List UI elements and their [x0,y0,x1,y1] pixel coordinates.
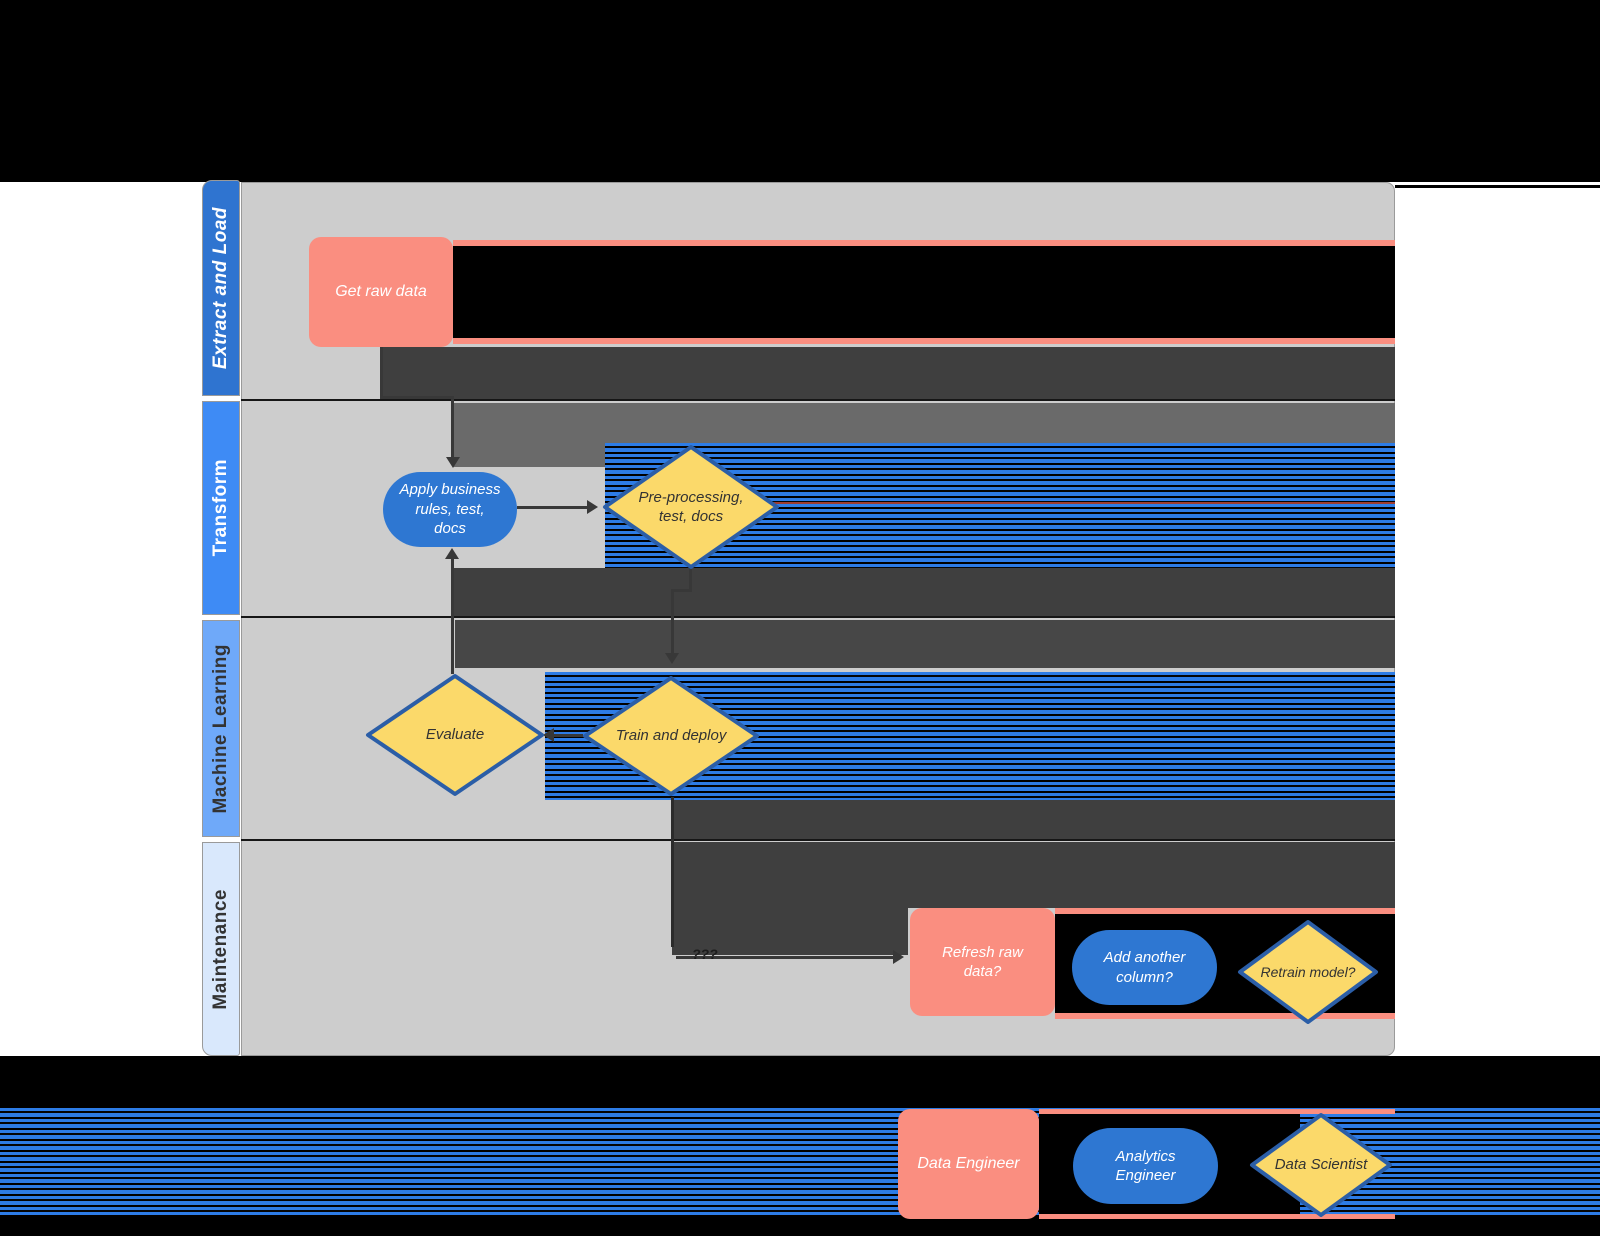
connector-apply-to-preprocessing [517,506,591,509]
node-apply-business-rules[interactable]: Apply business rules, test, docs [383,472,517,547]
lane-header-machine-learning[interactable]: Machine Learning [202,620,240,837]
arrowhead-down-icon [665,653,679,664]
arrowhead-right-icon [893,950,904,964]
connector-get-raw-to-apply [380,347,383,399]
node-train-and-deploy[interactable]: Train and deploy [582,675,760,797]
artifact-salmon-line [453,240,1395,246]
artifact-red-line [700,502,1395,504]
top-border-line [1395,185,1600,188]
arrowhead-left-icon [543,728,554,742]
lane-divider [241,839,1395,841]
node-retrain-model[interactable]: Retrain model? [1237,919,1379,1025]
diamond-shape-icon [603,445,779,569]
lane-divider [241,399,1395,401]
diamond-shape-icon [1238,920,1378,1024]
node-label: Train and deploy [615,727,727,745]
top-black-band [0,0,1600,182]
connector-train-to-refresh [676,956,898,959]
arrowhead-up-icon [445,548,459,559]
artifact-salmon-line [453,338,1395,344]
connector-get-raw-to-apply [451,396,454,460]
lane-label: Extract and Load [210,206,231,370]
connector-preprocessing-to-train [689,568,692,592]
lane-label: Machine Learning [210,643,231,814]
node-label: Apply business rules, test, docs [399,481,501,538]
connector-label: ??? [692,946,718,962]
node-label: Refresh raw data? [942,943,1023,981]
artifact-dark-block [672,800,1395,839]
lane-divider [241,616,1395,618]
connector-preprocessing-to-train [671,589,692,592]
node-label: Evaluate [425,726,485,744]
node-label: Add another column? [1103,949,1186,986]
legend-data-engineer[interactable]: Data Engineer [898,1109,1039,1219]
connector-train-to-evaluate [551,734,583,737]
node-label: Pre-processing, test, docs [638,488,744,526]
legend-data-scientist[interactable]: Data Scientist [1249,1112,1393,1218]
node-label: Get raw data [335,282,427,300]
lane-label: Transform [210,459,231,557]
node-label: Retrain model? [1260,963,1356,980]
diamond-shape-icon [1250,1113,1392,1217]
artifact-salmon-line [1039,1109,1395,1114]
node-evaluate[interactable]: Evaluate [365,673,545,797]
artifact-salmon-line [1055,1013,1395,1019]
legend-label: Analytics Engineer [1115,1147,1176,1185]
lane-header-maintenance[interactable]: Maintenance [202,842,240,1056]
artifact-dark-block [453,568,1395,616]
artifact-dark-block [672,842,1395,908]
lane-header-transform[interactable]: Transform [202,401,240,615]
connector-train-to-refresh [671,797,674,947]
diamond-shape-icon [583,676,759,796]
arrowhead-right-icon [587,500,598,514]
arrowhead-down-icon [446,457,460,468]
connector-evaluate-to-apply [451,556,454,674]
node-pre-processing[interactable]: Pre-processing, test, docs [602,444,780,570]
legend-analytics-engineer[interactable]: Analytics Engineer [1073,1128,1218,1204]
artifact-black-block [453,246,1395,338]
node-get-raw-data[interactable]: Get raw data [309,237,453,347]
lane-label: Maintenance [210,888,231,1010]
connector-preprocessing-to-train [671,589,674,661]
node-refresh-raw-data[interactable]: Refresh raw data? [910,908,1055,1016]
artifact-salmon-line [1055,908,1395,914]
node-add-another-column[interactable]: Add another column? [1072,930,1217,1005]
artifact-salmon-line [1039,1214,1395,1219]
legend-label: Data Scientist [1274,1156,1368,1174]
diamond-shape-icon [366,674,544,796]
connector-get-raw-to-apply [380,396,454,399]
artifact-dark-block [672,908,908,955]
legend-label: Data Engineer [917,1154,1020,1172]
artifact-dark-block [380,347,1395,399]
lane-header-extract-and-load[interactable]: Extract and Load [202,180,240,396]
artifact-dark-block [455,620,1395,668]
